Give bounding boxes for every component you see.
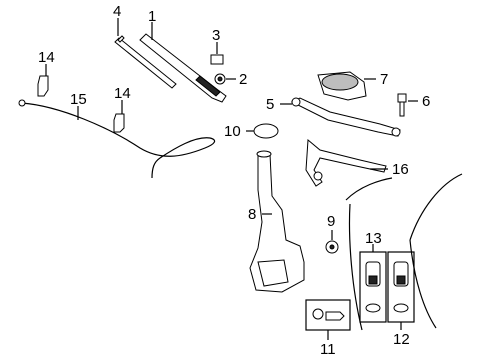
washer-tube-lower-left [348,203,363,331]
callout-6: 6 [422,93,430,110]
callout-8: 8 [248,206,256,223]
washer-reservoir [249,150,305,293]
wiper-arm [139,33,227,103]
reservoir-cap [253,123,279,139]
wiper-linkage [290,97,401,137]
washer-pump-left [365,261,381,313]
mounting-bolt [397,93,407,117]
washer-hose [18,99,216,179]
callout-16: 16 [392,161,409,178]
callout-11: 11 [320,341,336,358]
callout-4: 4 [113,3,121,20]
callout-13: 13 [365,230,382,247]
callout-2: 2 [239,71,247,88]
hose-clip-left [37,75,49,97]
callout-12: 12 [393,331,410,348]
callout-5: 5 [266,96,274,113]
washer-nozzle [312,308,345,321]
arm-cap [210,54,224,65]
callout-9: 9 [327,213,335,230]
wiper-motor [317,71,367,101]
motor-bracket [305,138,387,187]
wiper-blade [114,35,177,89]
callout-1: 1 [148,8,156,25]
callout-14-right: 14 [114,85,131,102]
hose-clip-right [113,113,125,133]
callout-14-left: 14 [38,49,55,66]
callout-15: 15 [70,91,87,108]
callout-3: 3 [212,27,220,44]
callout-7: 7 [380,71,388,88]
washer-tube-upper [345,177,393,201]
washer-pump-right [393,261,409,313]
washer-tube-right-upper [409,173,463,241]
callout-10: 10 [224,123,241,140]
